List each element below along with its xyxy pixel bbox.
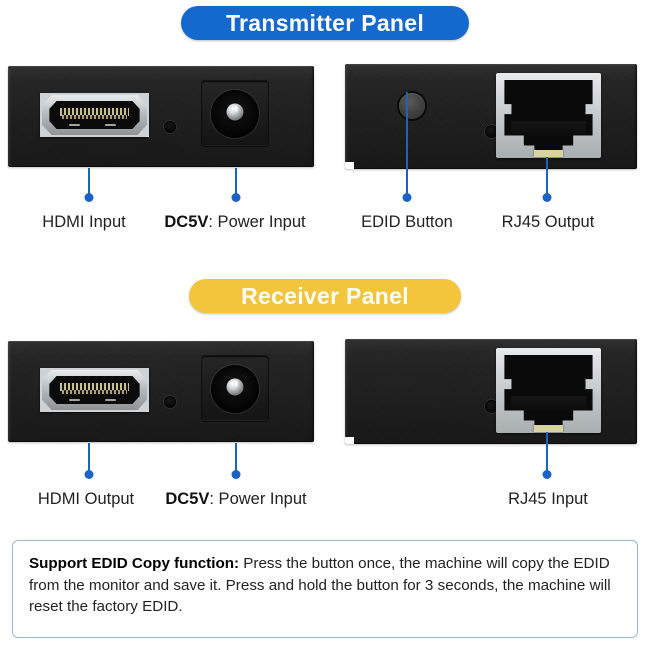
callout-label-hdmi-input: HDMI Input bbox=[42, 213, 126, 231]
hdmi-port[interactable] bbox=[40, 93, 149, 137]
transmitter-panel-title-badge: Transmitter Panel bbox=[181, 6, 469, 40]
receiver-panel-title-text: Receiver Panel bbox=[241, 282, 409, 309]
dc-jack-highlight bbox=[234, 105, 238, 112]
receiver-front-device bbox=[8, 341, 314, 442]
led-indicator-hole bbox=[485, 400, 498, 413]
device-corner-notch bbox=[345, 437, 354, 444]
dc-jack-center-pin bbox=[226, 378, 244, 396]
edid-note-text: Support EDID Copy function: Press the bu… bbox=[29, 553, 621, 618]
callout-label-dc-power: DC5V: Power Input bbox=[164, 213, 306, 231]
hdmi-cavity bbox=[49, 376, 140, 404]
hdmi-pin-row-top bbox=[60, 108, 129, 116]
hdmi-pin-row-top bbox=[60, 383, 129, 391]
hdmi-tab-left bbox=[69, 399, 81, 402]
hdmi-tab-left bbox=[69, 124, 81, 127]
hdmi-pin-row-bottom bbox=[61, 390, 127, 394]
rj45-tab-slot bbox=[533, 424, 564, 433]
dc-jack-barrel bbox=[211, 364, 259, 413]
device-corner-notch bbox=[345, 162, 354, 169]
hdmi-tab-right bbox=[105, 399, 117, 402]
led-indicator-hole bbox=[164, 396, 176, 408]
dc-power-jack[interactable] bbox=[202, 81, 268, 146]
callout-dot-dc-power bbox=[231, 193, 241, 202]
hdmi-shell bbox=[42, 95, 147, 135]
device-top-edge bbox=[345, 339, 637, 341]
edid-button[interactable] bbox=[399, 93, 425, 119]
edid-note-body: Press the button once, the machine will … bbox=[29, 555, 611, 616]
callout-dot-hdmi-output bbox=[84, 470, 94, 479]
transmitter-front-device bbox=[8, 66, 314, 167]
led-indicator-hole bbox=[164, 121, 176, 133]
callout-leader-dc-power bbox=[235, 443, 237, 472]
rj45-inner-shading bbox=[510, 120, 587, 138]
callout-dot-edid-button bbox=[402, 193, 412, 202]
callout-leader-rj45-output bbox=[546, 157, 548, 195]
rj45-cavity bbox=[504, 79, 593, 152]
transmitter-panel-title-text: Transmitter Panel bbox=[225, 9, 425, 36]
callout-leader-hdmi-output bbox=[88, 443, 90, 472]
hdmi-port[interactable] bbox=[40, 368, 149, 412]
dc-jack-highlight bbox=[234, 380, 238, 387]
rj45-port[interactable] bbox=[496, 73, 601, 158]
callout-label-dc-power: DC5V: Power Input bbox=[165, 490, 307, 508]
rj45-tab-slot bbox=[533, 149, 564, 158]
callout-dot-dc-power bbox=[231, 470, 241, 479]
hdmi-tab-right bbox=[105, 124, 117, 127]
callout-label-edid-button: EDID Button bbox=[361, 213, 453, 231]
hdmi-pin-row-bottom bbox=[61, 115, 127, 119]
callout-label-hdmi-output: HDMI Output bbox=[37, 490, 135, 508]
callout-dot-rj45-output bbox=[542, 193, 552, 202]
receiver-panel-title-badge: Receiver Panel bbox=[189, 279, 461, 313]
callout-dot-rj45-input bbox=[542, 470, 552, 479]
rj45-port[interactable] bbox=[496, 348, 601, 433]
led-indicator-hole bbox=[485, 125, 498, 138]
callout-leader-edid-button bbox=[406, 92, 408, 195]
rj45-cavity bbox=[504, 354, 593, 427]
dc-power-jack[interactable] bbox=[202, 356, 268, 421]
callout-leader-hdmi-input bbox=[88, 168, 90, 195]
receiver-rear-device bbox=[345, 339, 637, 444]
callout-label-rj45-input: RJ45 Input bbox=[508, 490, 588, 508]
hdmi-cavity bbox=[49, 101, 140, 129]
callout-label-rj45-output: RJ45 Output bbox=[501, 213, 595, 231]
hdmi-shell bbox=[42, 370, 147, 410]
dc-jack-center-pin bbox=[226, 103, 244, 121]
device-top-edge bbox=[8, 66, 314, 68]
callout-leader-dc-power bbox=[235, 168, 237, 195]
device-top-edge bbox=[345, 64, 637, 66]
callout-leader-rj45-input bbox=[546, 432, 548, 472]
edid-note-lead: Support EDID Copy function: bbox=[29, 555, 240, 572]
transmitter-rear-device bbox=[345, 64, 637, 169]
dc-jack-barrel bbox=[211, 89, 259, 138]
callout-dot-hdmi-input bbox=[84, 193, 94, 202]
rj45-inner-shading bbox=[510, 395, 587, 413]
device-top-edge bbox=[8, 341, 314, 343]
edid-note-box: Support EDID Copy function: Press the bu… bbox=[12, 540, 638, 638]
